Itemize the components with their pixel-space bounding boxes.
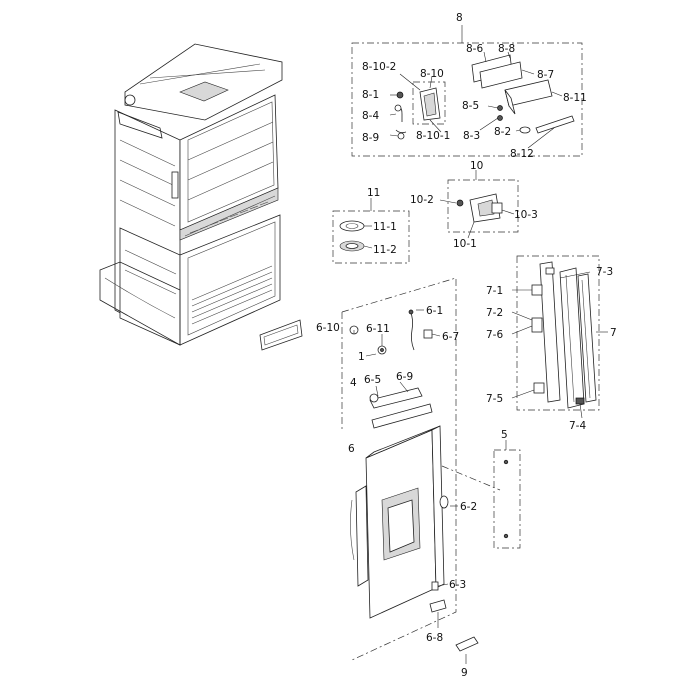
label-6: 6 [348, 443, 355, 455]
assembly-7 [516, 255, 600, 411]
label-11-1: 11-1 [373, 221, 397, 233]
assembly-8 [351, 25, 583, 157]
label-8-11: 8-11 [563, 92, 587, 104]
label-6-5: 6-5 [364, 374, 381, 386]
door-assembly [341, 277, 501, 661]
assembly-11 [332, 198, 410, 264]
label-7-5: 7-5 [486, 393, 503, 405]
label-6-8: 6-8 [426, 632, 443, 644]
label-6-7: 6-7 [442, 331, 459, 343]
label-8-3: 8-3 [463, 130, 480, 142]
label-8-9: 8-9 [362, 132, 379, 144]
label-8-8: 8-8 [498, 43, 515, 55]
part-9 [455, 636, 479, 652]
label-7: 7 [610, 327, 617, 339]
label-11-2: 11-2 [373, 244, 397, 256]
label-8-12: 8-12 [510, 148, 534, 160]
label-6-3: 6-3 [449, 579, 466, 591]
label-10: 10 [470, 160, 483, 172]
label-8-6: 8-6 [466, 43, 483, 55]
label-8-2: 8-2 [494, 126, 511, 138]
label-10-1: 10-1 [453, 238, 477, 250]
leader-lines [353, 51, 608, 664]
label-6-2: 6-2 [460, 501, 477, 513]
label-10-3: 10-3 [514, 209, 538, 221]
label-8-10-1: 8-10-1 [416, 130, 450, 142]
label-6-11: 6-11 [366, 323, 390, 335]
label-8-7: 8-7 [537, 69, 554, 81]
label-11: 11 [367, 187, 380, 199]
part-5 [493, 449, 521, 549]
label-9: 9 [461, 667, 468, 679]
label-6-10: 6-10 [316, 322, 340, 334]
refrigerator-cabinet [99, 43, 303, 351]
label-7-4: 7-4 [569, 420, 586, 432]
label-6-1: 6-1 [426, 305, 443, 317]
label-6-9: 6-9 [396, 371, 413, 383]
label-8-4: 8-4 [362, 110, 379, 122]
part-labels: 8 8-6 8-8 8-10-2 8-10 8-7 8-1 8-5 8-11 8… [316, 12, 617, 679]
label-8-10: 8-10 [420, 68, 444, 80]
label-5: 5 [501, 429, 508, 441]
label-7-1: 7-1 [486, 285, 503, 297]
label-8-1: 8-1 [362, 89, 379, 101]
label-1: 1 [358, 351, 365, 363]
label-8: 8 [456, 12, 463, 24]
label-8-5: 8-5 [462, 100, 479, 112]
assembly-10 [447, 170, 519, 233]
label-7-6: 7-6 [486, 329, 503, 341]
label-8-10-2: 8-10-2 [362, 61, 396, 73]
label-10-2: 10-2 [410, 194, 434, 206]
label-7-3: 7-3 [596, 266, 613, 278]
label-4: 4 [350, 377, 357, 389]
label-7-2: 7-2 [486, 307, 503, 319]
